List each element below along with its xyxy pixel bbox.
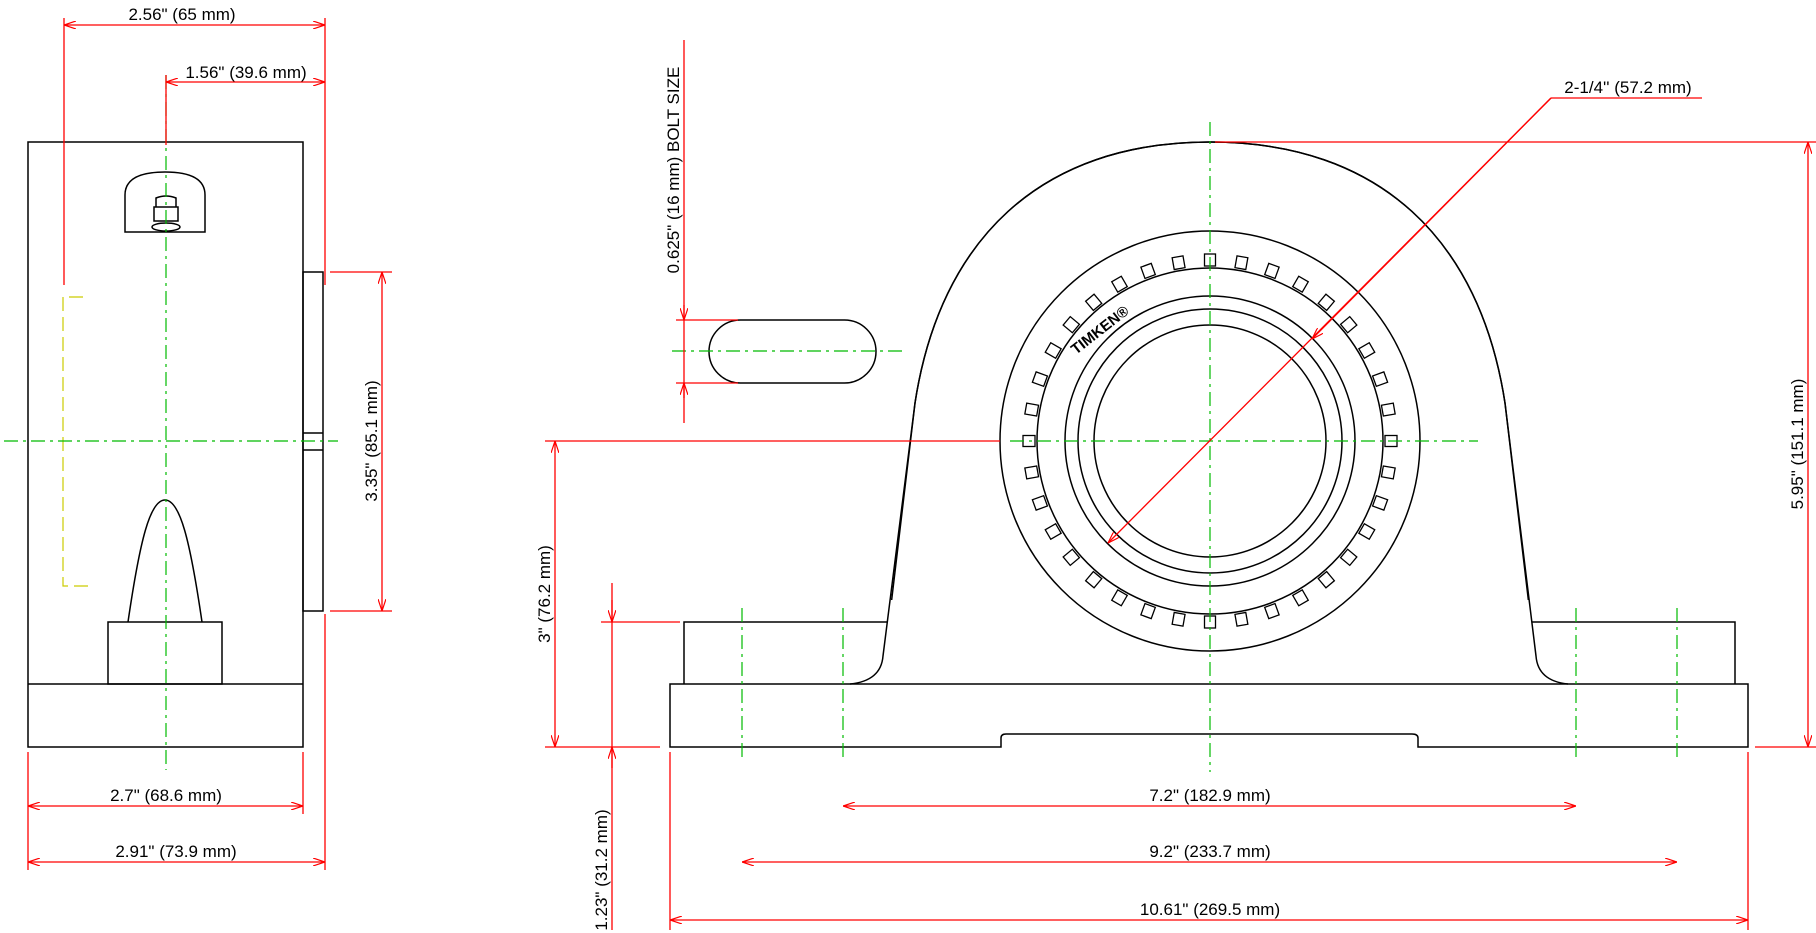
lock-tab [1371,371,1389,388]
lock-tab [1044,522,1063,541]
lock-tab [1062,315,1081,334]
lock-tab [1357,341,1376,360]
lock-tab [1371,494,1389,511]
dim-base-width-inner: 2.7" (68.6 mm) [110,786,222,805]
front-view: TIMKEN® 0.625" (16 mm) BOLT SIZE 2-1/4''… [535,40,1816,931]
lock-tab [1234,611,1249,627]
lock-tab [1339,315,1358,334]
housing-foot-left [683,621,887,684]
lock-tab [1110,275,1129,294]
lock-tab [1263,262,1280,280]
lock-tab [1140,262,1157,280]
bearing-lock-tabs [1022,253,1398,629]
lock-tab [1291,588,1310,607]
dim-side-height: 3.35" (85.1 mm) [362,380,381,501]
dim-base-thickness: 1.23" (31.2 mm) [592,809,611,930]
lock-tab [1234,255,1249,271]
lock-tab [1171,611,1186,627]
lock-tab [1024,402,1040,417]
lock-tab [1380,402,1396,417]
lock-tab [1317,293,1336,312]
lock-tab [1031,371,1049,388]
lock-tab [1380,465,1396,480]
lock-tab [1171,255,1186,271]
dim-bolt-inner: 7.2" (182.9 mm) [1149,786,1270,805]
side-view-bolt-nose [127,499,203,623]
lock-tab [1291,275,1310,294]
lock-tab [1317,570,1336,589]
dim-top-width: 2.56" (65 mm) [128,5,235,24]
lock-tab [1031,494,1049,511]
grease-fitting-icon [155,195,177,207]
side-view-foot [107,621,223,685]
dim-bolt-outer: 9.2" (233.7 mm) [1149,842,1270,861]
dim-overall-height: 5.95" (151.1 mm) [1788,379,1807,510]
dim-overall-length: 10.61" (269.5 mm) [1140,900,1280,919]
dim-bolt-size: 0.625" (16 mm) BOLT SIZE [664,67,683,274]
dim-bore: 2-1/4'' (57.2 mm) [1564,78,1691,97]
side-view-grease-pocket [124,171,206,233]
lock-tab [1024,465,1040,480]
lock-tab [1263,602,1280,620]
lock-tab [1357,522,1376,541]
housing-foot-right [1532,621,1736,684]
dim-top-offset: 1.56" (39.6 mm) [185,63,306,82]
lock-tab [1339,548,1358,567]
lock-tab [1062,548,1081,567]
dim-base-width-outer: 2.91" (73.9 mm) [115,842,236,861]
lock-tab [1044,341,1063,360]
side-view: 2.56" (65 mm) 1.56" (39.6 mm) 3.35" (85.… [4,5,392,870]
lock-tab [1084,570,1103,589]
lock-tab [1110,588,1129,607]
dim-center-height: 3" (76.2 mm) [535,545,554,643]
lock-tab [1084,293,1103,312]
lock-tab [1140,602,1157,620]
housing-base [669,683,1749,748]
